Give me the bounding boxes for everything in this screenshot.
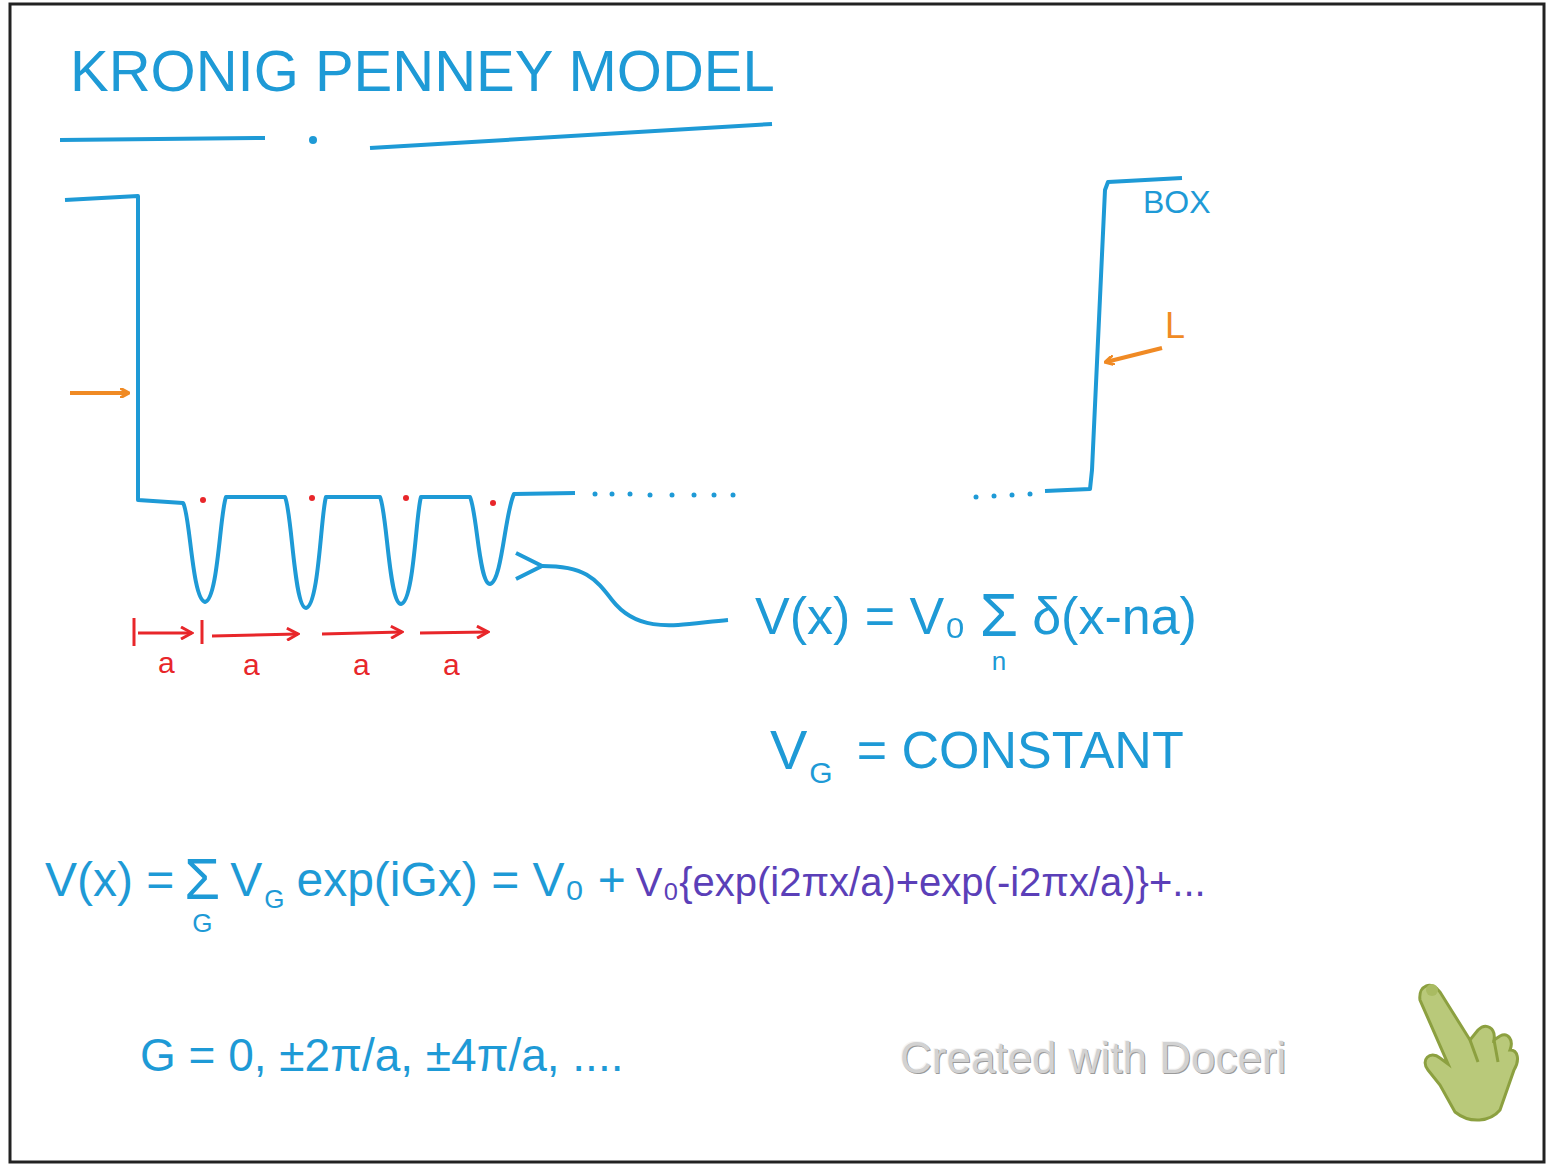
summation-index: G [192,910,212,936]
spacing-label: a [158,648,175,678]
spacing-label: a [443,650,460,680]
formula-part: Σ [184,850,220,908]
formula-part: G [809,758,832,788]
formula-part: G [264,886,284,912]
pointer-arrow [542,566,728,625]
box-potential [65,196,575,608]
box-label: BOX [1143,186,1211,218]
doceri-hand-icon [1420,984,1518,1120]
box-wall [1045,178,1182,491]
length-label: L [1165,308,1185,344]
continuation-dots [593,492,1033,500]
formula-part: exp(iGx) = V₀ + [296,856,625,904]
title-underline [60,138,265,140]
title-underline [370,124,772,148]
title-dot [309,136,317,144]
formula-part: V₀{exp(i2πx/a)+exp(-i2πx/a)}+... [636,862,1206,902]
formula-part: V [770,722,807,778]
reciprocal-vectors: G = 0, ±2π/a, ±4π/a, .... [140,1032,623,1078]
spacing-label: a [243,650,260,680]
summation-index: n [992,648,1006,674]
formula-part: V(x) = [45,856,174,904]
watermark: Created with Doceri [900,1036,1286,1080]
lattice-dots [200,495,496,506]
wall-arrow [70,391,128,395]
title: KRONIG PENNEY MODEL [70,42,775,100]
formula-part: δ(x-na) [1032,590,1197,642]
spacing-label: a [353,650,370,680]
frame [10,4,1544,1162]
formula-part: Σ [980,584,1018,646]
formula-part: V [230,856,262,904]
formula-part: V(x) = V₀ [755,590,966,642]
wall-arrow [1106,348,1162,362]
spacing-arrows [134,618,488,646]
formula-part: = CONSTANT [857,724,1184,776]
